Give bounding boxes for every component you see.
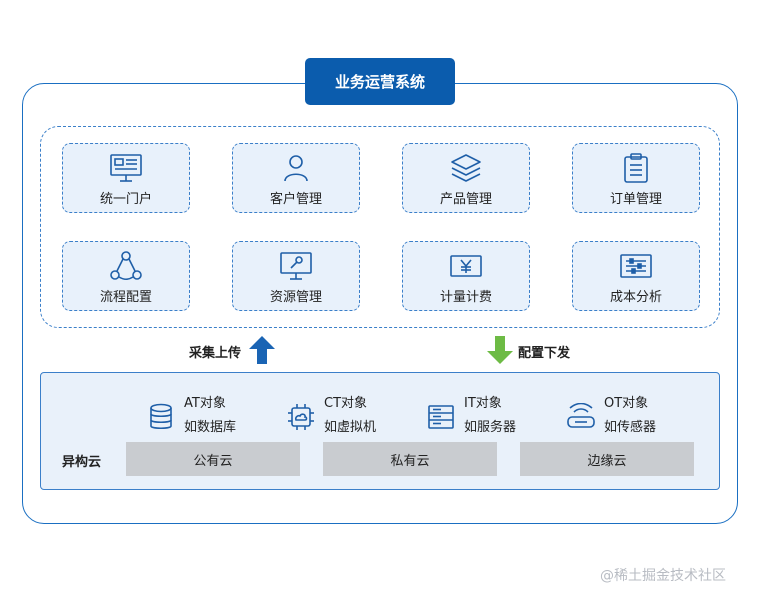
module-cost-analysis: 成本分析 xyxy=(572,241,700,311)
object-type: CT对象 xyxy=(324,396,368,411)
module-product-management: 产品管理 xyxy=(402,143,530,213)
heterogeneous-cloud-label: 异构云 xyxy=(62,455,102,470)
module-label: 产品管理 xyxy=(439,192,492,207)
module-label: 成本分析 xyxy=(609,290,662,305)
object-example: 如数据库 xyxy=(184,420,237,435)
monitor-icon xyxy=(109,152,143,184)
object-ot: OT对象 如传感器 xyxy=(566,392,656,440)
object-type: IT对象 xyxy=(464,396,502,411)
up-arrow-icon xyxy=(249,336,275,364)
object-type: OT对象 xyxy=(604,396,649,411)
database-icon xyxy=(146,402,176,432)
private-cloud: 私有云 xyxy=(323,442,497,476)
module-resource-management: 资源管理 xyxy=(232,241,360,311)
system-title: 业务运营系统 xyxy=(305,58,455,105)
server-icon xyxy=(426,402,456,432)
clipboard-icon xyxy=(619,152,653,184)
module-label: 资源管理 xyxy=(269,290,322,305)
object-example: 如传感器 xyxy=(604,420,657,435)
public-cloud: 公有云 xyxy=(126,442,300,476)
module-customer-management: 客户管理 xyxy=(232,143,360,213)
object-example: 如虚拟机 xyxy=(324,420,377,435)
module-metering-billing: 计量计费 xyxy=(402,241,530,311)
config-label: 配置下发 xyxy=(518,346,571,361)
flow-icon xyxy=(109,250,143,282)
object-type: AT对象 xyxy=(184,396,226,411)
layers-icon xyxy=(449,152,483,184)
module-unified-portal: 统一门户 xyxy=(62,143,190,213)
module-label: 统一门户 xyxy=(99,192,152,207)
upload-label: 采集上传 xyxy=(189,346,242,361)
sliders-icon xyxy=(619,250,653,282)
object-at: AT对象 如数据库 xyxy=(146,392,236,440)
module-label: 流程配置 xyxy=(99,290,152,305)
object-example: 如服务器 xyxy=(464,420,517,435)
module-process-config: 流程配置 xyxy=(62,241,190,311)
monitor-wrench-icon xyxy=(279,250,313,282)
module-label: 客户管理 xyxy=(269,192,322,207)
module-label: 计量计费 xyxy=(439,290,492,305)
object-ct: CT对象 如虚拟机 xyxy=(286,392,376,440)
module-order-management: 订单管理 xyxy=(572,143,700,213)
watermark: @稀土掘金技术社区 xyxy=(600,568,726,584)
down-arrow-icon xyxy=(487,336,513,364)
sensor-icon xyxy=(566,402,596,432)
edge-cloud: 边缘云 xyxy=(520,442,694,476)
yen-bill-icon xyxy=(449,250,483,282)
object-it: IT对象 如服务器 xyxy=(426,392,516,440)
module-label: 订单管理 xyxy=(609,192,662,207)
user-icon xyxy=(279,152,313,184)
chip-cloud-icon xyxy=(286,402,316,432)
